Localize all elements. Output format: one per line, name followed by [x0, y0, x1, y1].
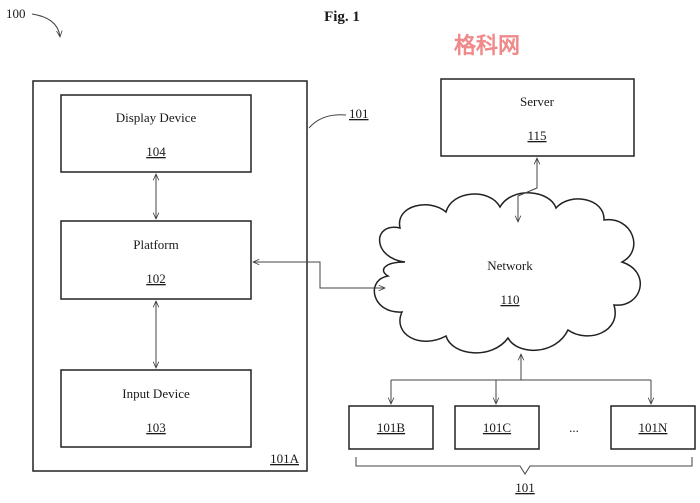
connector-server-network [518, 158, 537, 222]
platform-box [60, 220, 252, 300]
platform-ref: 102 [146, 271, 166, 286]
display-device-ref: 104 [146, 144, 166, 159]
client-101c-label: 101C [483, 420, 511, 435]
server-ref: 115 [527, 128, 546, 143]
network-cloud [373, 192, 641, 354]
clients-brace [355, 457, 693, 475]
client-101b-label: 101B [377, 420, 406, 435]
input-device-ref: 103 [146, 420, 166, 435]
input-device-box [60, 369, 252, 448]
display-device-label: Display Device [116, 110, 197, 125]
network-label: Network [487, 258, 533, 273]
ref-100-arrow [31, 13, 60, 37]
display-device-box [60, 94, 252, 173]
device-ref-leader [308, 114, 347, 129]
figure-title: Fig. 1 [324, 9, 360, 25]
clients-ellipsis: ... [569, 420, 579, 435]
ref-100-label: 100 [6, 6, 26, 21]
client-101b-box [348, 405, 434, 450]
client-101n-label: 101N [639, 420, 669, 435]
device-ref-label: 101 [349, 106, 369, 121]
server-box [440, 78, 635, 157]
device-inner-ref: 101A [270, 451, 300, 466]
connector-platform-network [253, 262, 385, 288]
server-label: Server [520, 94, 555, 109]
watermark-text: 格科网 [454, 33, 520, 59]
input-device-label: Input Device [122, 386, 190, 401]
network-ref: 110 [500, 292, 519, 307]
clients-group-ref: 101 [515, 480, 535, 495]
client-101n-box [610, 405, 696, 450]
client-101c-box [454, 405, 540, 450]
platform-label: Platform [133, 237, 179, 252]
